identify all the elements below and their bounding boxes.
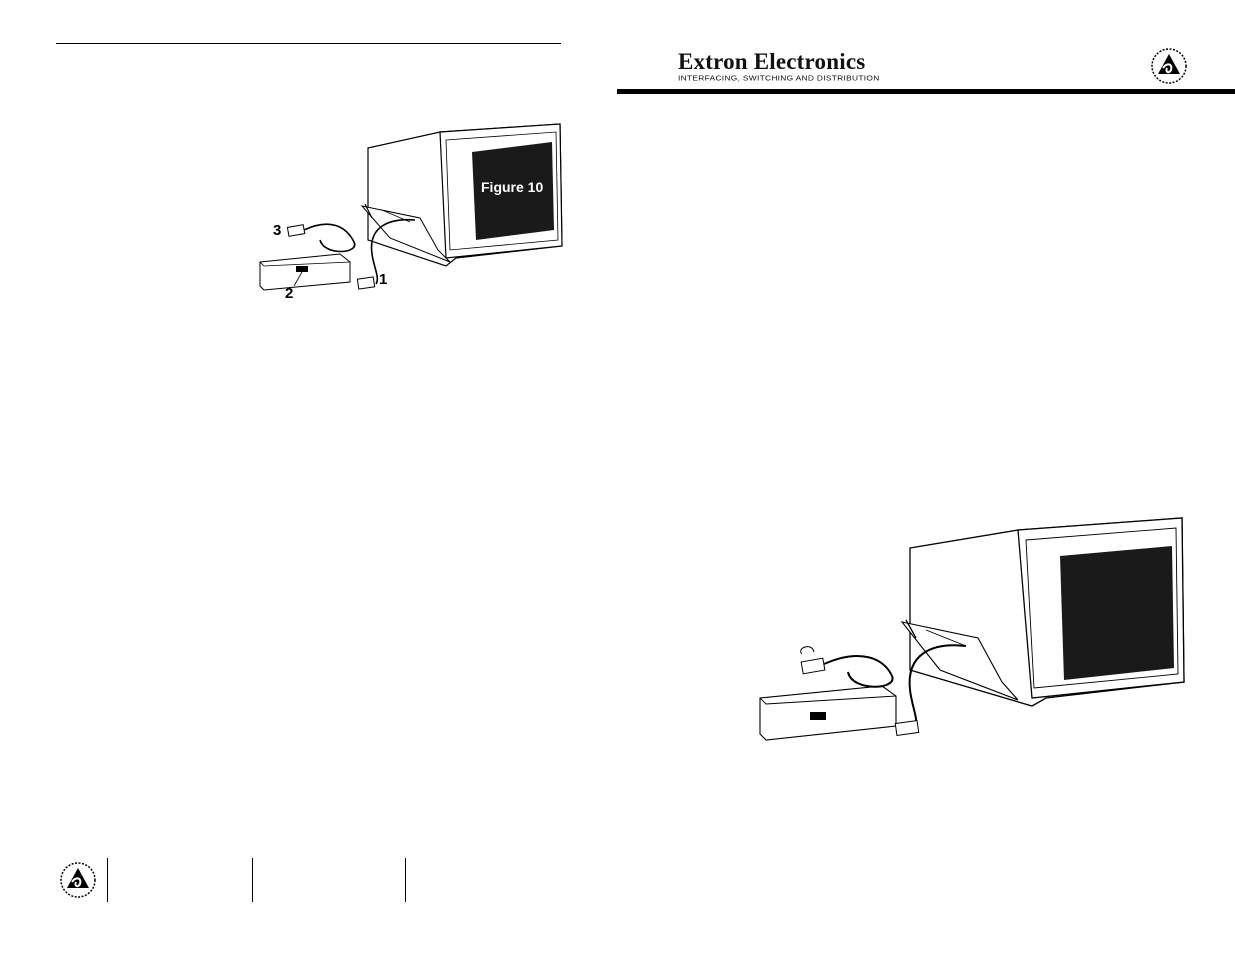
brand-tagline: INTERFACING, SWITCHING AND DISTRIBUTION [678,73,880,83]
service-support-logo-icon [1151,48,1187,84]
callout-1: 1 [379,271,388,288]
left-monitor-illustration [259,123,563,291]
footer-divider-3 [405,858,406,902]
brand-header: Extron Electronics INTERFACING, SWITCHIN… [678,50,880,83]
left-header-rule [56,43,561,44]
right-header-rule [617,89,1235,94]
figure-label: Figure 10 [481,179,544,195]
footer-divider-2 [252,858,253,902]
service-support-logo-icon [60,862,96,898]
footer-divider-1 [107,858,108,902]
callout-2: 2 [285,285,294,302]
right-monitor-illustration [759,517,1185,741]
callout-3: 3 [273,222,282,239]
brand-name: Extron Electronics [678,49,866,74]
